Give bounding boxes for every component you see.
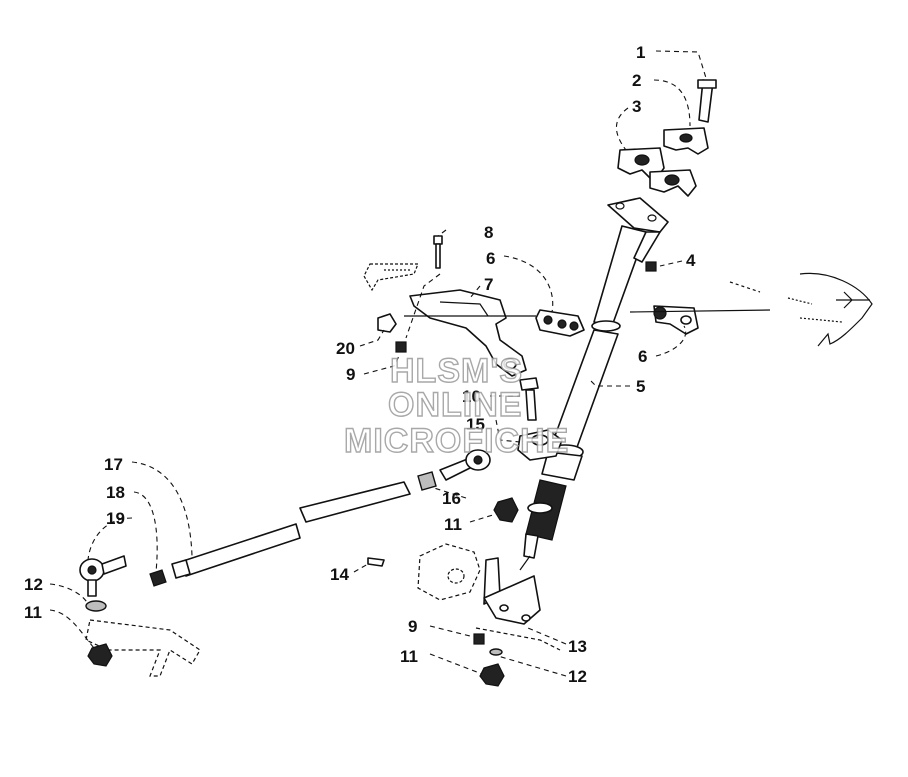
callout-16: 16 bbox=[442, 489, 461, 508]
nut-9-lower bbox=[473, 633, 485, 645]
callout-7: 7 bbox=[484, 275, 493, 294]
callout-10: 10 bbox=[462, 387, 481, 406]
lower-bearing bbox=[417, 543, 481, 601]
steering-arm bbox=[517, 429, 563, 461]
callout-4: 4 bbox=[686, 251, 696, 270]
left-clamp bbox=[535, 309, 585, 337]
callout-12a: 12 bbox=[24, 575, 43, 594]
bolt-10 bbox=[519, 377, 539, 421]
watermark-line-1: HLSM'S bbox=[390, 352, 523, 390]
callout-3: 3 bbox=[632, 97, 641, 116]
callout-9b: 9 bbox=[408, 617, 417, 636]
callout-13: 13 bbox=[568, 637, 587, 656]
callout-6b: 6 bbox=[638, 347, 647, 366]
direction-arrow-left bbox=[363, 263, 419, 292]
tie-rod bbox=[171, 481, 411, 579]
watermark-line-2: ONLINE bbox=[388, 386, 522, 424]
callout-8: 8 bbox=[484, 223, 493, 242]
lower-bracket bbox=[475, 555, 561, 651]
callout-2: 2 bbox=[632, 71, 641, 90]
tie-rod-end-right bbox=[439, 449, 491, 481]
jam-nut-16 bbox=[417, 471, 437, 491]
callout-12b: 12 bbox=[568, 667, 587, 686]
callout-11b: 11 bbox=[24, 603, 42, 622]
nut-9-upper bbox=[395, 341, 407, 353]
callout-5: 5 bbox=[636, 377, 645, 396]
washer-12-left bbox=[85, 600, 107, 612]
callout-1: 1 bbox=[636, 43, 645, 62]
spacer-20 bbox=[377, 313, 397, 333]
callout-19: 19 bbox=[106, 509, 125, 528]
handlebar-clamps bbox=[617, 79, 717, 197]
callout-17: 17 bbox=[104, 455, 123, 474]
tie-rod-end-left bbox=[79, 555, 127, 597]
callout-18: 18 bbox=[106, 483, 125, 502]
callout-11a: 11 bbox=[444, 515, 462, 534]
callout-labels: 1 2 3 4 5 6 6 7 8 9 9 10 11 11 11 12 12 … bbox=[24, 43, 696, 686]
steering-bracket bbox=[404, 289, 536, 377]
nut-11-left bbox=[87, 643, 113, 667]
nut-4 bbox=[645, 261, 657, 272]
callout-11c: 11 bbox=[400, 647, 418, 666]
watermark: HLSM'S ONLINE MICROFICHE bbox=[343, 351, 569, 460]
jam-nut-18 bbox=[149, 569, 167, 587]
leader-lines bbox=[49, 50, 707, 677]
direction-arrow-right bbox=[729, 272, 873, 347]
right-clamp bbox=[629, 305, 771, 335]
callout-14: 14 bbox=[330, 565, 349, 584]
washer-12-lower bbox=[489, 648, 503, 656]
bolt-8 bbox=[433, 235, 443, 269]
callout-15: 15 bbox=[466, 415, 485, 434]
bolt-14 bbox=[367, 557, 385, 567]
steering-post bbox=[523, 197, 669, 559]
nut-11-mid bbox=[493, 497, 519, 523]
nut-11-lower bbox=[479, 663, 505, 687]
callout-6a: 6 bbox=[486, 249, 495, 268]
callout-20: 20 bbox=[336, 339, 355, 358]
callout-9a: 9 bbox=[346, 365, 355, 384]
watermark-line-3: MICROFICHE bbox=[344, 422, 569, 460]
